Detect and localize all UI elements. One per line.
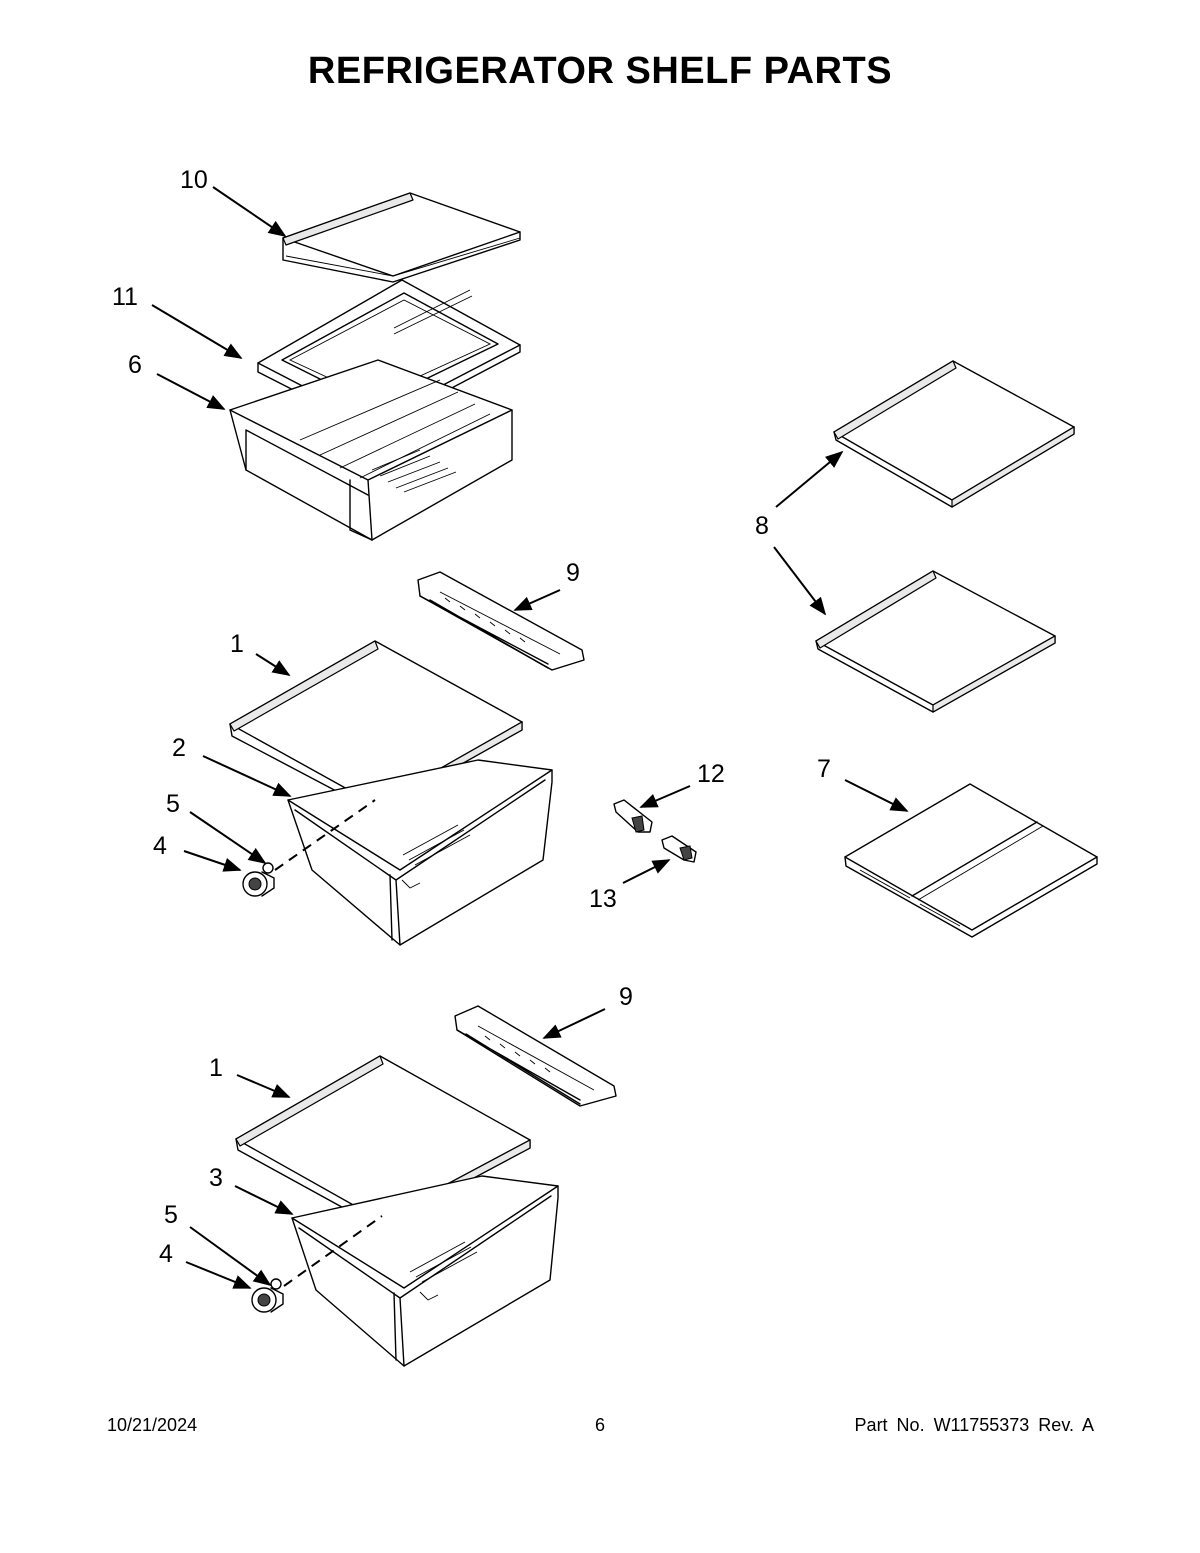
callout-1-upper: 1: [230, 630, 244, 658]
callout-10: 10: [180, 166, 208, 194]
callout-2: 2: [172, 734, 186, 762]
footer-part-number: Part No. W11755373 Rev. A: [854, 1415, 1094, 1435]
page-title: REFRIGERATOR SHELF PARTS: [307, 50, 893, 92]
part-12-clip: [613, 799, 653, 833]
part-4-5-upper-wheel: [242, 799, 376, 897]
callout-4-upper: 4: [153, 832, 167, 860]
part-6-crisper-bin: [229, 359, 513, 541]
callout-5-upper: 5: [166, 790, 180, 818]
leader-arrows: [151, 186, 909, 1289]
callout-9-lower: 9: [619, 983, 633, 1011]
part-8-lower-shelf: [815, 570, 1056, 713]
callout-3: 3: [209, 1164, 223, 1192]
callout-4-lower: 4: [159, 1240, 173, 1268]
part-7-split-shelf: [844, 783, 1098, 938]
part-4-5-lower-wheel: [251, 1215, 383, 1313]
callout-5-lower: 5: [164, 1201, 178, 1229]
callout-12: 12: [697, 760, 725, 788]
callout-8: 8: [755, 512, 769, 540]
callout-6: 6: [128, 351, 142, 379]
callout-13: 13: [589, 885, 617, 913]
part-9-upper-rail: [417, 571, 585, 671]
callout-7: 7: [817, 755, 831, 783]
footer-page-number: 6: [594, 1415, 605, 1435]
part-13-clip: [661, 835, 697, 863]
callout-1-lower: 1: [209, 1054, 223, 1082]
footer-date: 10/21/2024: [107, 1415, 198, 1435]
callout-9-upper: 9: [566, 559, 580, 587]
part-8-upper-shelf: [833, 360, 1075, 508]
callout-11: 11: [112, 283, 138, 311]
part-2-crisper-drawer: [287, 759, 553, 946]
part-10-glass-shelf: [282, 192, 521, 283]
part-9-lower-rail: [454, 1005, 617, 1107]
part-3-crisper-drawer: [291, 1175, 559, 1367]
